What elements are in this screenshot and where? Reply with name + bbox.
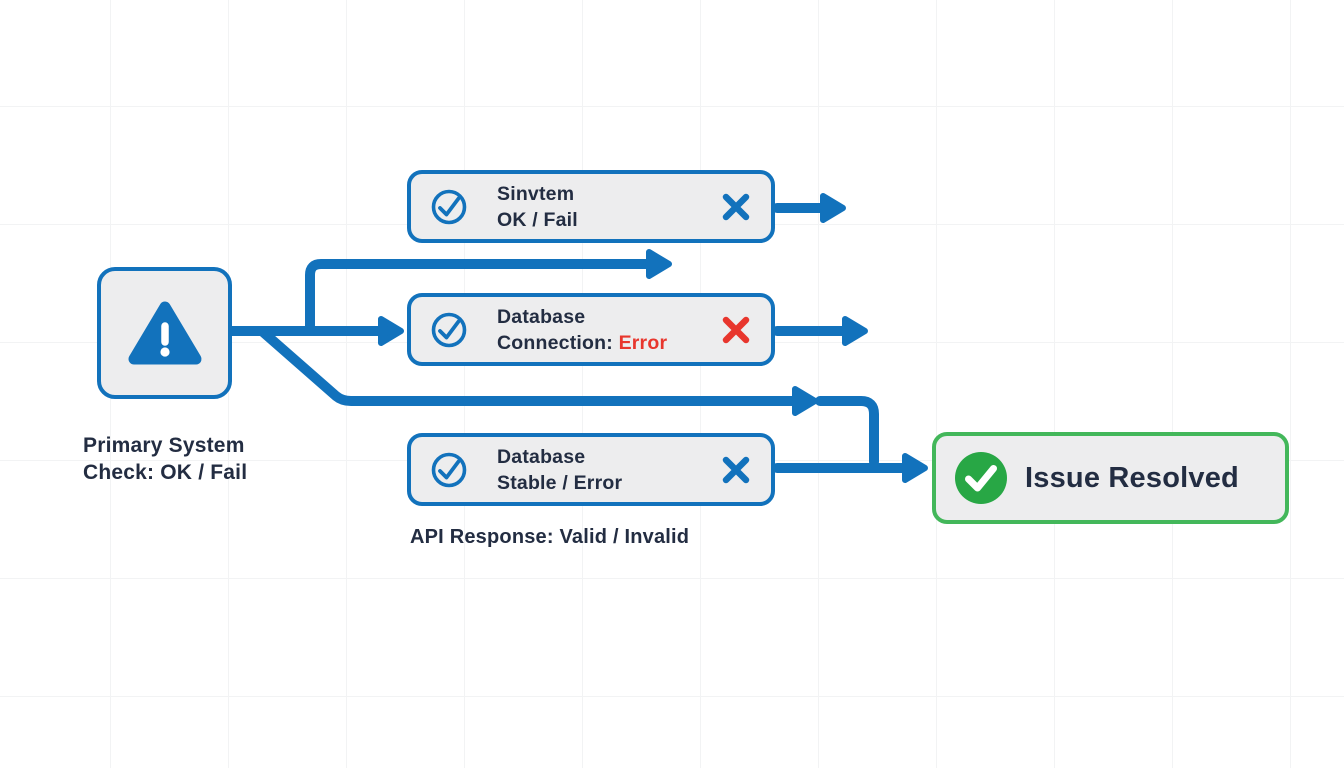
- check-circle-outline-icon: [431, 312, 467, 347]
- check-node-line2: Connection: Error: [497, 331, 668, 354]
- arrowhead-mid-line: [795, 389, 815, 413]
- issue-resolved-label: Issue Resolved: [1025, 461, 1239, 494]
- arrowhead-into-result: [905, 456, 925, 480]
- check-node-text: Database Stable / Error: [497, 444, 709, 496]
- x-mark-icon: [722, 456, 750, 483]
- check-node-system: Sinvtem OK / Fail: [407, 170, 775, 243]
- check-node-line2: Stable / Error: [497, 471, 623, 494]
- x-mark-icon: [722, 193, 750, 220]
- check-node-text: Sinvtem OK / Fail: [497, 181, 709, 233]
- arrowhead-into-check-2: [381, 319, 401, 343]
- check-node-db-stable: Database Stable / Error: [407, 433, 775, 506]
- arrowhead-upper-branch: [649, 252, 669, 276]
- warning-triangle-icon: [128, 301, 201, 365]
- api-response-caption: API Response: Valid / Invalid: [410, 526, 690, 548]
- check-node-line1: Database: [497, 445, 586, 468]
- x-mark-icon: [722, 316, 750, 343]
- check-circle-outline-icon: [431, 189, 467, 224]
- check-node-line1: Sinvtem: [497, 182, 575, 205]
- check-circle-filled-icon: [955, 452, 1007, 504]
- check-circle-outline-icon: [431, 452, 467, 487]
- primary-system-label: Primary System Check: OK / Fail: [83, 432, 247, 486]
- check-node-text: Database Connection: Error: [497, 304, 709, 356]
- check-node-line1: Database: [497, 305, 586, 328]
- primary-system-node: [97, 267, 232, 399]
- issue-resolved-node: Issue Resolved: [932, 432, 1289, 524]
- connector-down-merge: [815, 396, 879, 467]
- primary-system-label-line2: Check: OK / Fail: [83, 461, 248, 484]
- check-node-line2: OK / Fail: [497, 208, 578, 231]
- check-node-db-connection: Database Connection: Error: [407, 293, 775, 366]
- arrowhead-check-1-out: [823, 196, 843, 220]
- arrowhead-check-2-out: [845, 319, 865, 343]
- primary-system-label-line1: Primary System: [83, 434, 245, 457]
